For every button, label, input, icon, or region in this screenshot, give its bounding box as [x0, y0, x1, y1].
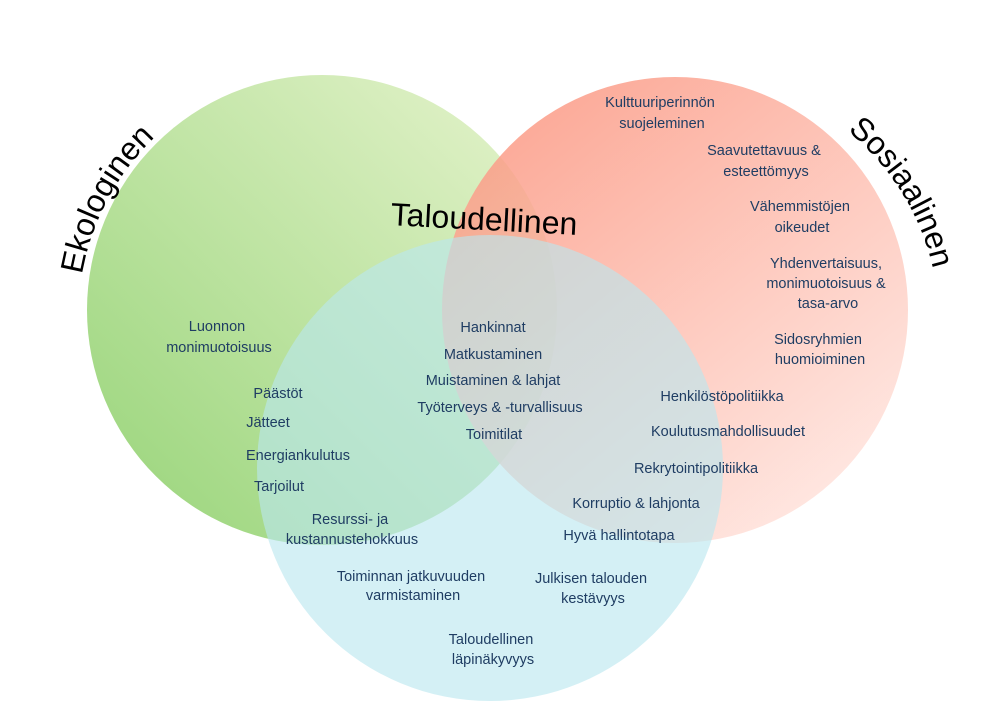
venn-items: Luonnon monimuotoisuus Päästöt Jätteet E… [166, 95, 889, 668]
item-tyoterveys-turvallisuus: Työterveys & -turvallisuus [417, 400, 582, 416]
item-energiankulutus: Energiankulutus [246, 448, 350, 464]
item-yhdenvertaisuus: Yhdenvertaisuus, monimuotoisuus & tasa-a… [766, 256, 889, 312]
item-resurssi-kustannustehokkuus: Resurssi- ja kustannustehokkuus [286, 512, 418, 548]
item-vahemmistojen-oikeudet: Vähemmistöjen oikeudet [750, 199, 854, 236]
item-henkilostopolitiikka: Henkilöstöpolitiikka [660, 389, 784, 405]
item-julkisen-talouden-kestavyys: Julkisen talouden kestävyys [535, 571, 651, 607]
item-tarjoilut: Tarjoilut [254, 479, 304, 495]
item-hyva-hallintotapa: Hyvä hallintotapa [563, 528, 675, 544]
item-kulttuuriperinnon-suojeleminen: Kulttuuriperinnön suojeleminen [605, 95, 719, 132]
item-taloudellinen-lapinakyvyys: Taloudellinen läpinäkyvyys [449, 632, 538, 668]
item-matkustaminen: Matkustaminen [444, 347, 542, 363]
item-paastot: Päästöt [253, 386, 302, 402]
item-toimitilat: Toimitilat [466, 427, 522, 443]
item-jatteet: Jätteet [246, 415, 290, 431]
item-sidosryhmien-huomioiminen: Sidosryhmien huomioiminen [774, 332, 866, 368]
item-luonnon-monimuotoisuus: Luonnon monimuotoisuus [166, 319, 272, 356]
item-toiminnan-jatkuvuuden-varmistaminen: Toiminnan jatkuvuuden varmistaminen [337, 569, 489, 604]
item-rekrytointipolitiikka: Rekrytointipolitiikka [634, 461, 759, 477]
item-saavutettavuus-esteettomyys: Saavutettavuus & esteettömyys [707, 143, 825, 180]
item-koulutusmahdollisuudet: Koulutusmahdollisuudet [651, 424, 805, 440]
item-korruptio-lahjonta: Korruptio & lahjonta [572, 496, 700, 512]
circle-taloudellinen [257, 235, 723, 701]
item-hankinnat: Hankinnat [460, 320, 525, 336]
item-muistaminen-lahjat: Muistaminen & lahjat [426, 373, 561, 389]
